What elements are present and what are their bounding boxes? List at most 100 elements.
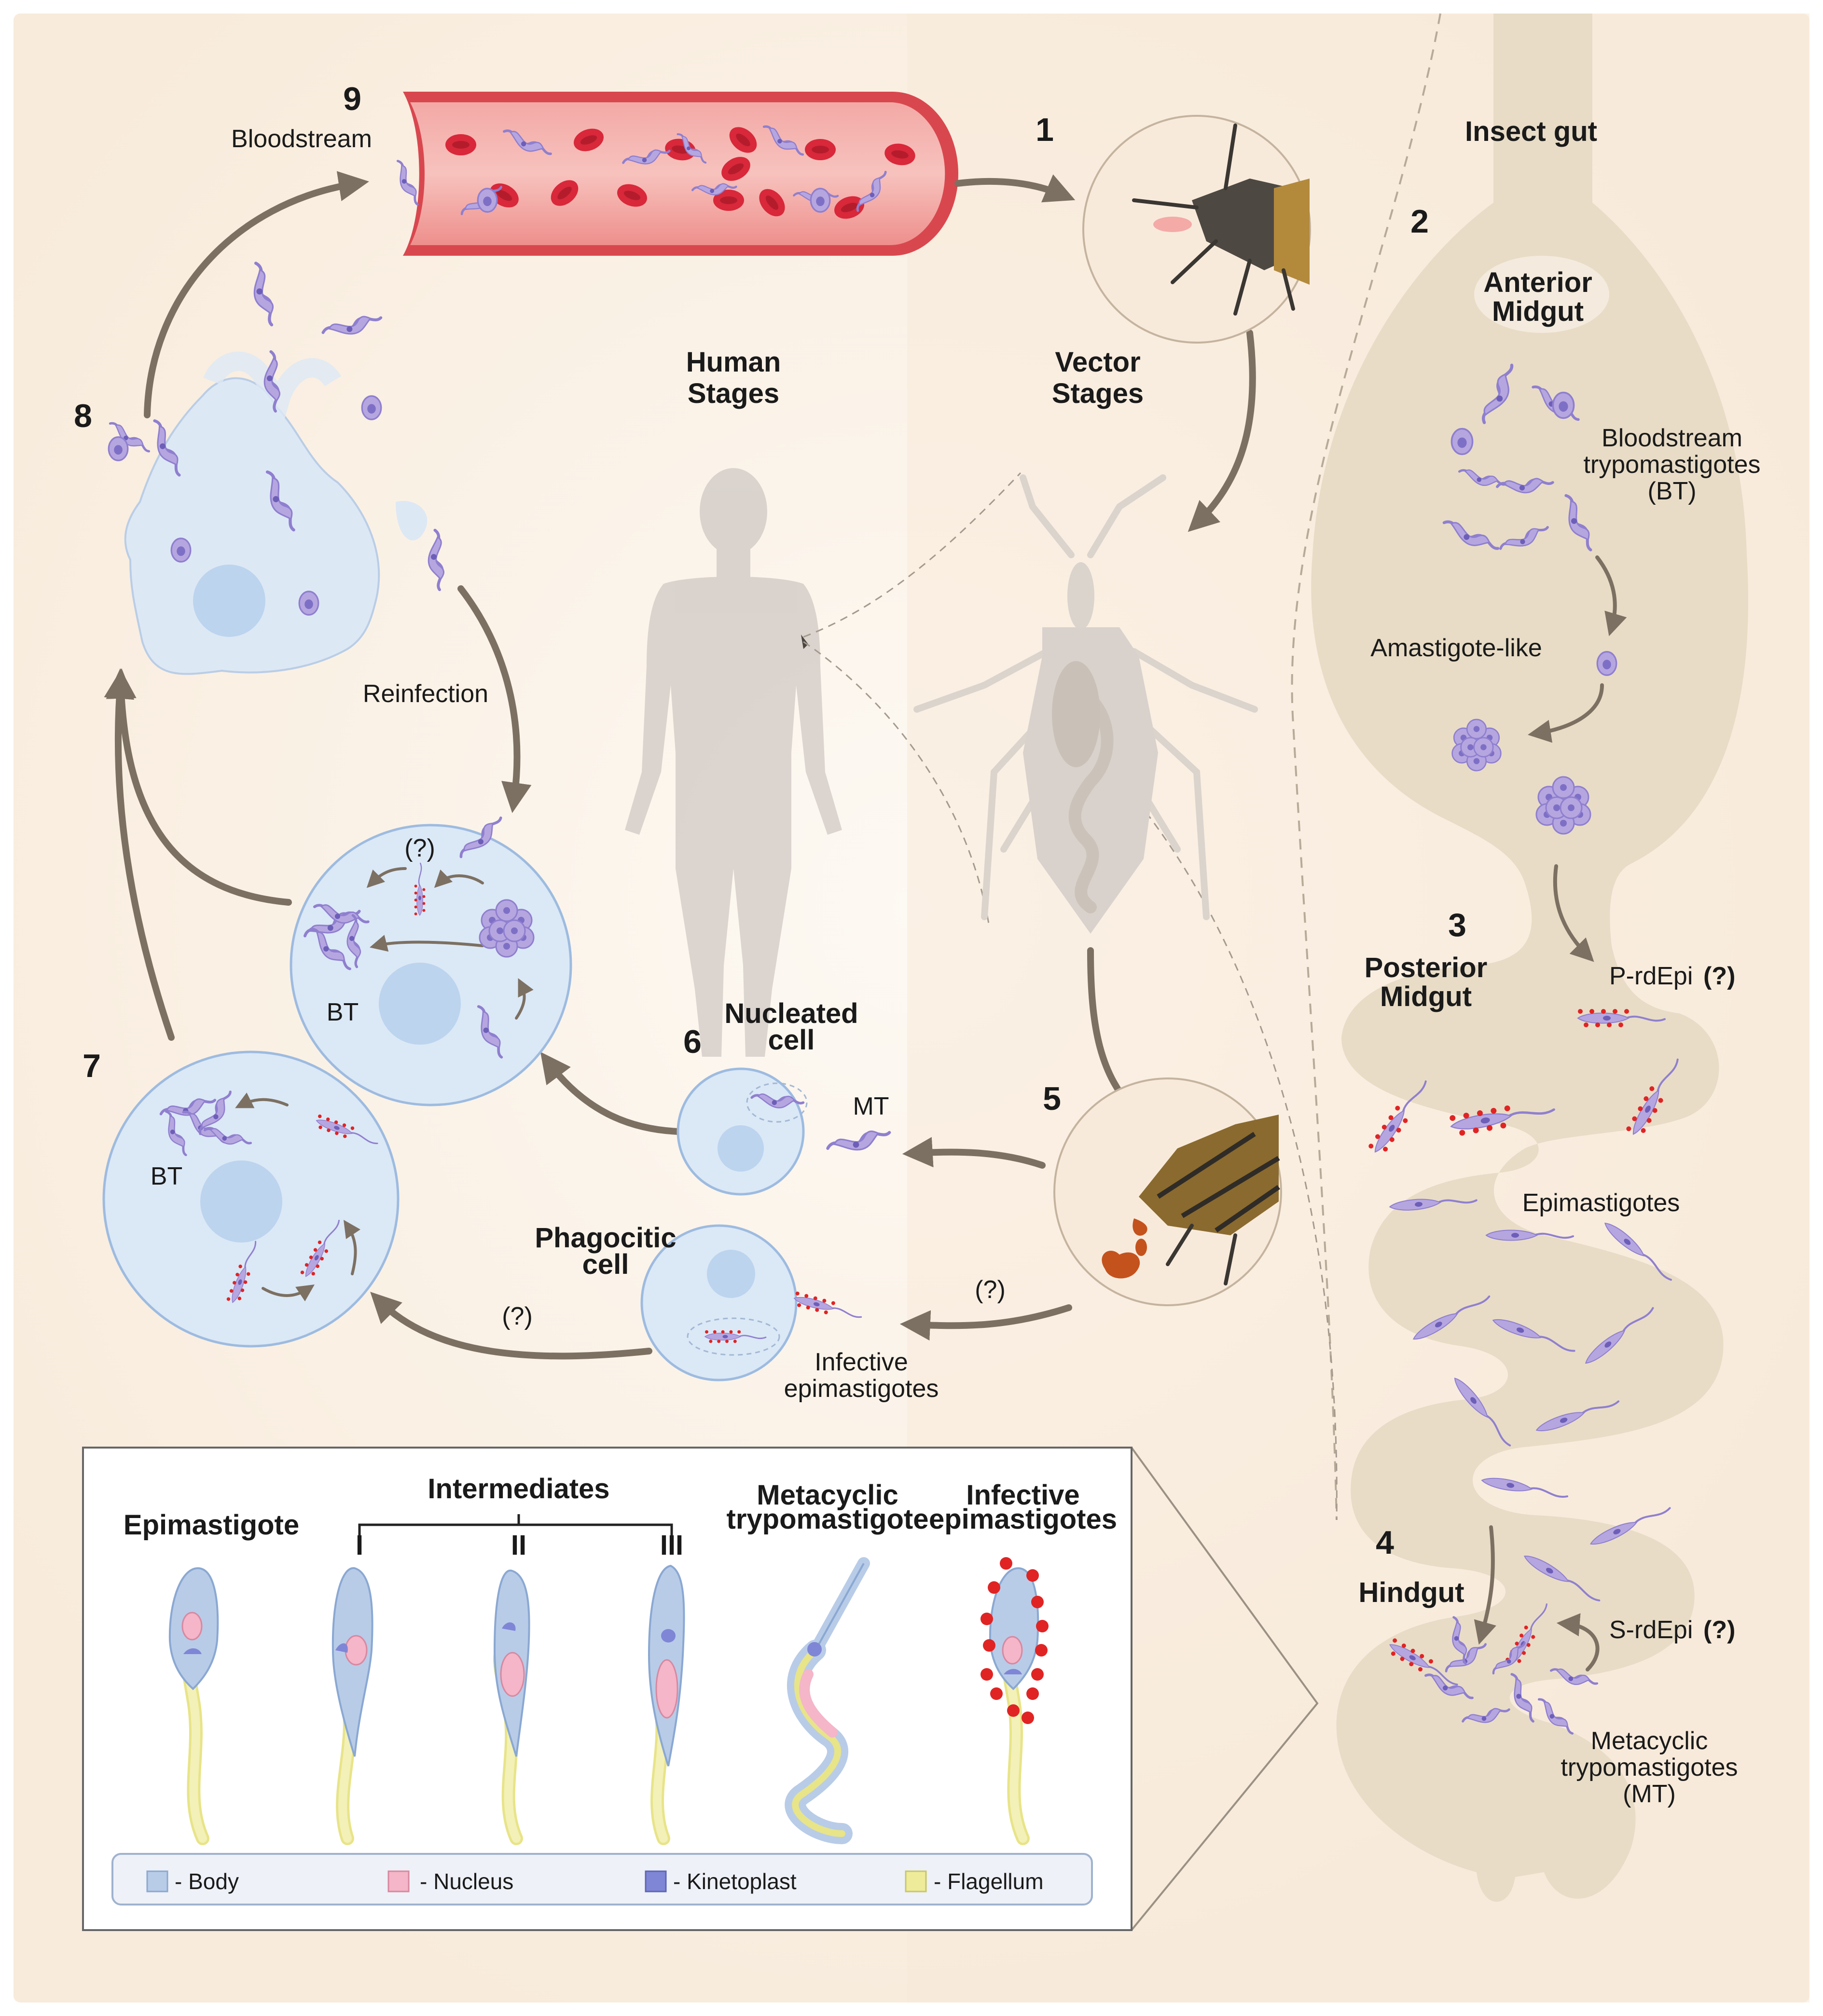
label-bloodstream: Bloodstream — [231, 125, 372, 153]
inset-infective-2: epimastigotes — [929, 1504, 1117, 1535]
step-number-1: 1 — [1036, 111, 1054, 148]
feces-puddle — [1102, 1250, 1140, 1279]
bug-abdomen — [1139, 1115, 1279, 1235]
arrow-to-nucleated-cell — [902, 1137, 1046, 1169]
label-question-phagocytic: (?) — [975, 1276, 1006, 1304]
trypomastigote — [691, 183, 737, 195]
form-intermediate-1 — [331, 1567, 373, 1845]
arrow-to-bloodstream — [144, 171, 369, 418]
trypomastigote — [199, 1091, 232, 1135]
parasites-layer — [108, 262, 1679, 1735]
form-intermediate-3 — [648, 1564, 685, 1845]
red-blood-cell — [574, 128, 604, 152]
label-reinfection: Reinfection — [363, 680, 488, 708]
epimastigote — [1454, 1378, 1511, 1447]
trypomastigote — [253, 262, 274, 327]
label-insect-gut: Insect gut — [1465, 116, 1597, 147]
epimastigote — [1492, 1319, 1575, 1352]
trypomastigote — [321, 316, 383, 335]
rd-epimastigote — [316, 1114, 378, 1145]
amastigote-cluster — [1451, 718, 1502, 772]
trypomastigote — [1564, 494, 1592, 552]
intermediates-bracket — [358, 1514, 673, 1535]
rd-epimastigote — [414, 862, 426, 916]
vacuole — [746, 1082, 808, 1123]
trypomastigote — [1538, 1698, 1574, 1735]
trypomastigote — [503, 129, 552, 155]
trypomastigote — [1499, 526, 1549, 550]
inset-headings: Epimastigote Intermediates I II III Meta… — [124, 1473, 1117, 1561]
infected-cell — [290, 824, 572, 1106]
phagocytic-cell — [640, 1224, 798, 1381]
bite-circle — [1082, 115, 1311, 344]
inset-roman-1: I — [356, 1530, 363, 1561]
label-mt-2: trypomastigotes — [1561, 1754, 1738, 1781]
red-blood-cell — [713, 190, 744, 211]
step-number-3: 3 — [1448, 907, 1466, 943]
inset-legend-box — [111, 1853, 1093, 1906]
nucleus — [200, 1160, 282, 1243]
label-posterior-midgut-1: Posterior — [1365, 952, 1488, 983]
gut-arrows — [1474, 555, 1627, 1671]
epimastigote — [1485, 1229, 1574, 1241]
trypomastigote — [1510, 1673, 1534, 1723]
epimastigote — [1585, 1307, 1654, 1364]
label-mt-1: Metacyclic — [1591, 1727, 1708, 1755]
legend-item-nucleus: - Nucleus — [387, 1869, 513, 1894]
trypomastigote — [1462, 1708, 1510, 1723]
trypomastigote — [203, 1128, 252, 1145]
amastigote — [361, 395, 382, 420]
label-infective-epi-1: Infective — [815, 1348, 908, 1376]
label-bt-2: trypomastigotes — [1583, 451, 1760, 479]
step-number-7: 7 — [83, 1048, 101, 1084]
cell-7 — [102, 1050, 400, 1348]
amastigote — [810, 188, 831, 213]
red-blood-cell — [729, 127, 757, 153]
form-intermediate-2 — [493, 1569, 530, 1845]
nucleus — [707, 1250, 755, 1298]
step-number-4: 4 — [1376, 1524, 1394, 1561]
nucleus — [379, 963, 461, 1045]
label-bt-infected-cell: BT — [327, 998, 359, 1026]
arrow-vessel-to-bite — [954, 174, 1076, 203]
nucleus — [718, 1125, 764, 1172]
form-metacyclic — [785, 1557, 870, 1844]
trypomastigote — [396, 160, 419, 206]
label-mt-short: MT — [853, 1092, 889, 1120]
amastigote — [1450, 428, 1474, 456]
morphology-inset: Epimastigote Intermediates I II III Meta… — [82, 1447, 1319, 1931]
arrow-phagocytic-to-cell7 — [370, 1292, 652, 1360]
trypomastigote — [1424, 1673, 1474, 1699]
label-nucleated-1: Nucleated — [724, 998, 858, 1029]
arrow-reinfection — [457, 585, 532, 813]
kissing-bug-silhouette — [913, 474, 1258, 934]
trypomastigote — [346, 914, 361, 968]
defecation-circle — [1053, 1077, 1282, 1306]
trypomastigote — [1452, 1616, 1467, 1665]
label-epimastigotes: Epimastigotes — [1522, 1189, 1680, 1217]
vacuole — [687, 1317, 780, 1356]
label-phagocytic-2: cell — [582, 1249, 629, 1280]
bloodstream-trypomastigotes — [396, 125, 887, 215]
rd-epimastigote — [1368, 1080, 1427, 1153]
zoom-lines — [803, 472, 1338, 1520]
label-infective-epi-2: epimastigotes — [784, 1375, 939, 1403]
red-blood-cell — [834, 196, 864, 219]
step-number-5: 5 — [1043, 1080, 1061, 1117]
trypomastigote — [762, 125, 804, 156]
human-silhouette — [625, 468, 842, 1057]
trypomastigote — [1482, 363, 1514, 424]
trypomastigote — [677, 133, 707, 164]
step-number-6: 6 — [683, 1023, 702, 1060]
trypomastigote — [313, 904, 370, 924]
arrow-nucleated-to-infected-cell — [540, 1051, 681, 1135]
inset-roman-2: II — [511, 1530, 526, 1561]
amastigote — [477, 188, 498, 213]
rd-epimastigote — [1450, 1105, 1555, 1136]
amastigote — [108, 436, 129, 461]
label-question-cell7: (?) — [502, 1302, 533, 1330]
epimastigote — [1481, 1477, 1568, 1498]
rd-epimastigote — [704, 1330, 767, 1343]
blood-vessel — [396, 92, 958, 256]
